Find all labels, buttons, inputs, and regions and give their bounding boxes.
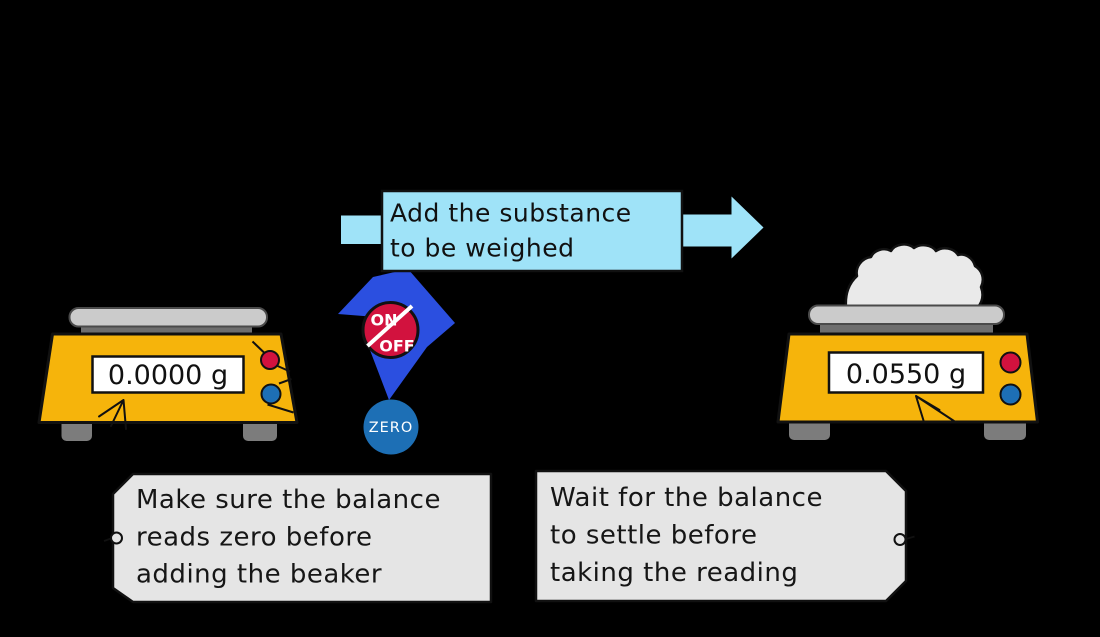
display-value: 0.0000 g — [108, 360, 228, 391]
on-off-slash — [366, 304, 414, 348]
note-line: taking the reading — [550, 558, 798, 588]
note-line: adding the beaker — [136, 560, 382, 590]
arrow-shaft-right — [681, 214, 732, 247]
arrow-shaft-left — [341, 215, 383, 244]
tag-string — [103, 537, 112, 542]
tag-eyelet-icon — [893, 533, 907, 546]
power-button-red — [999, 351, 1022, 374]
display-pointer-arrow-icon — [98, 399, 127, 430]
right-balance: 0.0550 g — [776, 243, 1039, 440]
note-line: Wait for the balance — [550, 483, 823, 513]
tag-eyelet-icon — [110, 531, 123, 545]
on-off-button-circle — [361, 301, 420, 359]
note-line: Make sure the balance — [136, 485, 441, 515]
arrow-head-icon — [731, 196, 764, 259]
display-value: 0.0550 g — [846, 359, 966, 390]
banner-box — [380, 189, 684, 273]
note-tag-shape — [111, 472, 493, 604]
substance-pile — [844, 243, 984, 309]
banner-line-2: to be weighed — [390, 234, 574, 263]
balance-display — [91, 355, 245, 394]
note-line: reads zero before — [136, 523, 372, 553]
on-off-label-bottom: OFF — [379, 337, 414, 356]
button-leader-lines — [251, 340, 294, 414]
zero-button: ZERO — [363, 399, 419, 455]
note-tag-left: Make sure the balance reads zero before … — [103, 472, 493, 604]
zero-button-label: ZERO — [369, 420, 414, 436]
banner-line-1: Add the substance — [390, 199, 632, 228]
display-pointer-arrow-icon — [915, 395, 955, 422]
balance-platform — [68, 307, 268, 328]
balance-display — [827, 351, 985, 394]
note-tag-shape — [534, 469, 908, 603]
process-arrow-banner: Add the substance to be weighed — [341, 189, 764, 273]
balance-platform — [808, 304, 1005, 325]
note-line: to settle before — [550, 521, 757, 551]
zero-button-circle — [363, 399, 419, 455]
tag-string — [905, 535, 915, 540]
tare-button-blue — [999, 383, 1022, 406]
left-balance: 0.0000 g — [37, 307, 299, 441]
tare-button-blue — [260, 383, 282, 405]
power-button-red — [260, 350, 280, 370]
note-tag-right: Wait for the balance to settle before ta… — [534, 469, 915, 603]
on-off-button: ON OFF — [361, 301, 420, 359]
